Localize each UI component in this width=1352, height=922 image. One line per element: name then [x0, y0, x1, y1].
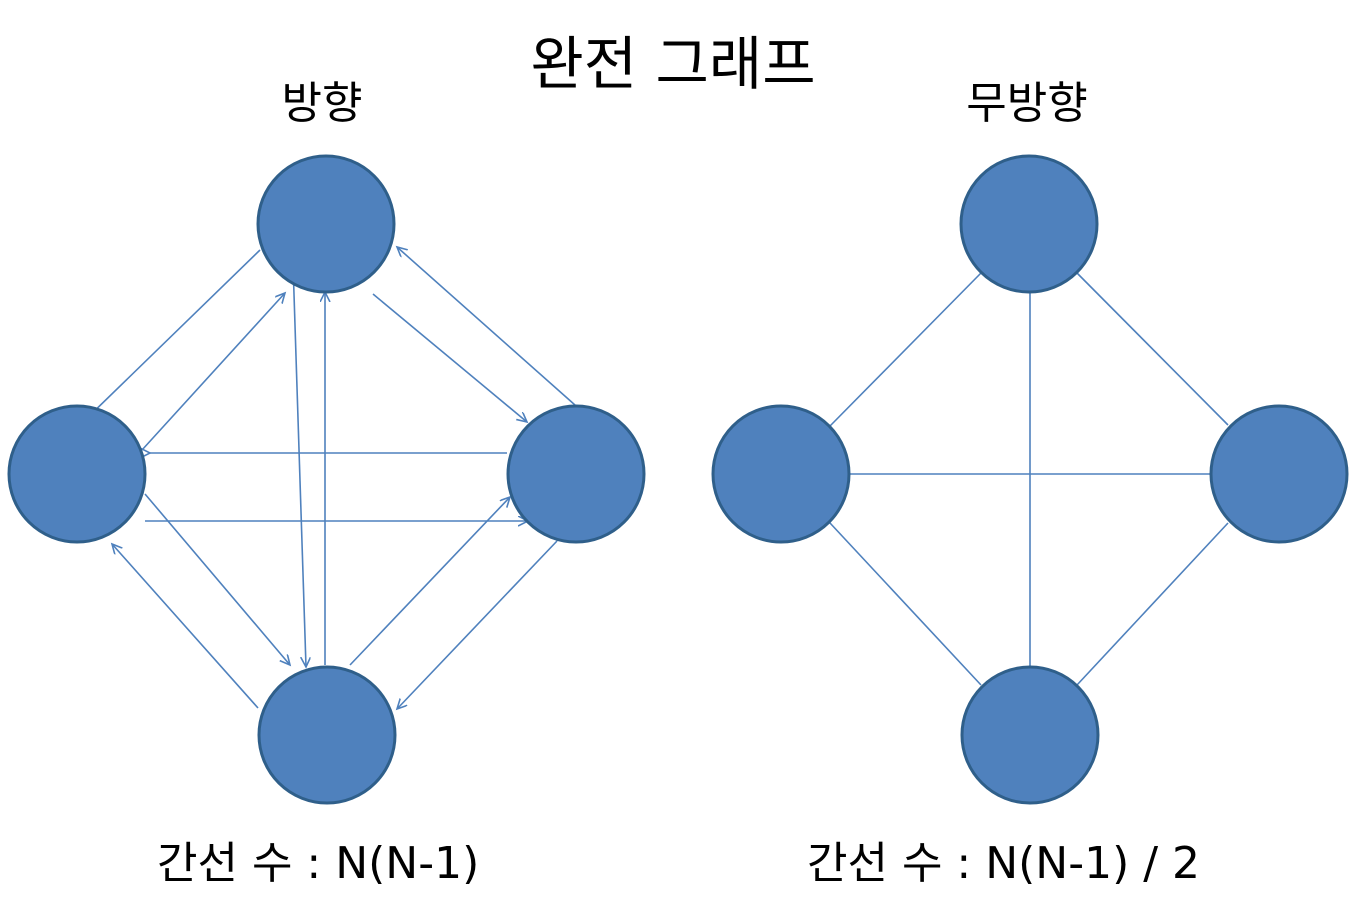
undirected-graph-label: 무방향 [966, 78, 1087, 129]
directed-edge-left-to-top [141, 293, 285, 451]
directed-edge-right-to-top [397, 247, 576, 406]
undirected-edge-left-bottom [829, 522, 982, 686]
undirected-edge-top-right [1076, 272, 1229, 426]
directed-node-top [256, 154, 396, 294]
directed-graph-edges [80, 231, 576, 709]
directed-edge-bottom-to-right [349, 497, 510, 666]
undirected-node-top [959, 154, 1099, 294]
directed-edge-bottom-to-left [112, 544, 259, 709]
directed-edge-top-to-bottom [291, 231, 306, 667]
undirected-graph-edges [829, 272, 1229, 686]
undirected-node-bottom [960, 665, 1100, 805]
undirected-node-left [711, 404, 851, 544]
directed-edge-top-to-right [372, 293, 527, 422]
directed-graph-label: 방향 [282, 78, 363, 129]
undirected-edge-left-top [829, 272, 982, 427]
undirected-edge-count-formula: 간선 수 : N(N-1) / 2 [807, 838, 1200, 889]
directed-edge-left-to-bottom [144, 493, 290, 665]
undirected-graph-nodes [711, 154, 1349, 805]
directed-edge-top-to-left [80, 249, 261, 425]
directed-node-left [7, 404, 147, 544]
directed-edge-count-formula: 간선 수 : N(N-1) [157, 838, 479, 889]
directed-node-right [506, 404, 646, 544]
directed-graph-nodes [7, 154, 646, 805]
undirected-node-right [1209, 404, 1349, 544]
directed-node-bottom [257, 665, 397, 805]
directed-edge-right-to-bottom [397, 540, 558, 709]
diagram-title: 완전 그래프 [530, 30, 815, 98]
undirected-edge-right-bottom [1076, 522, 1229, 686]
